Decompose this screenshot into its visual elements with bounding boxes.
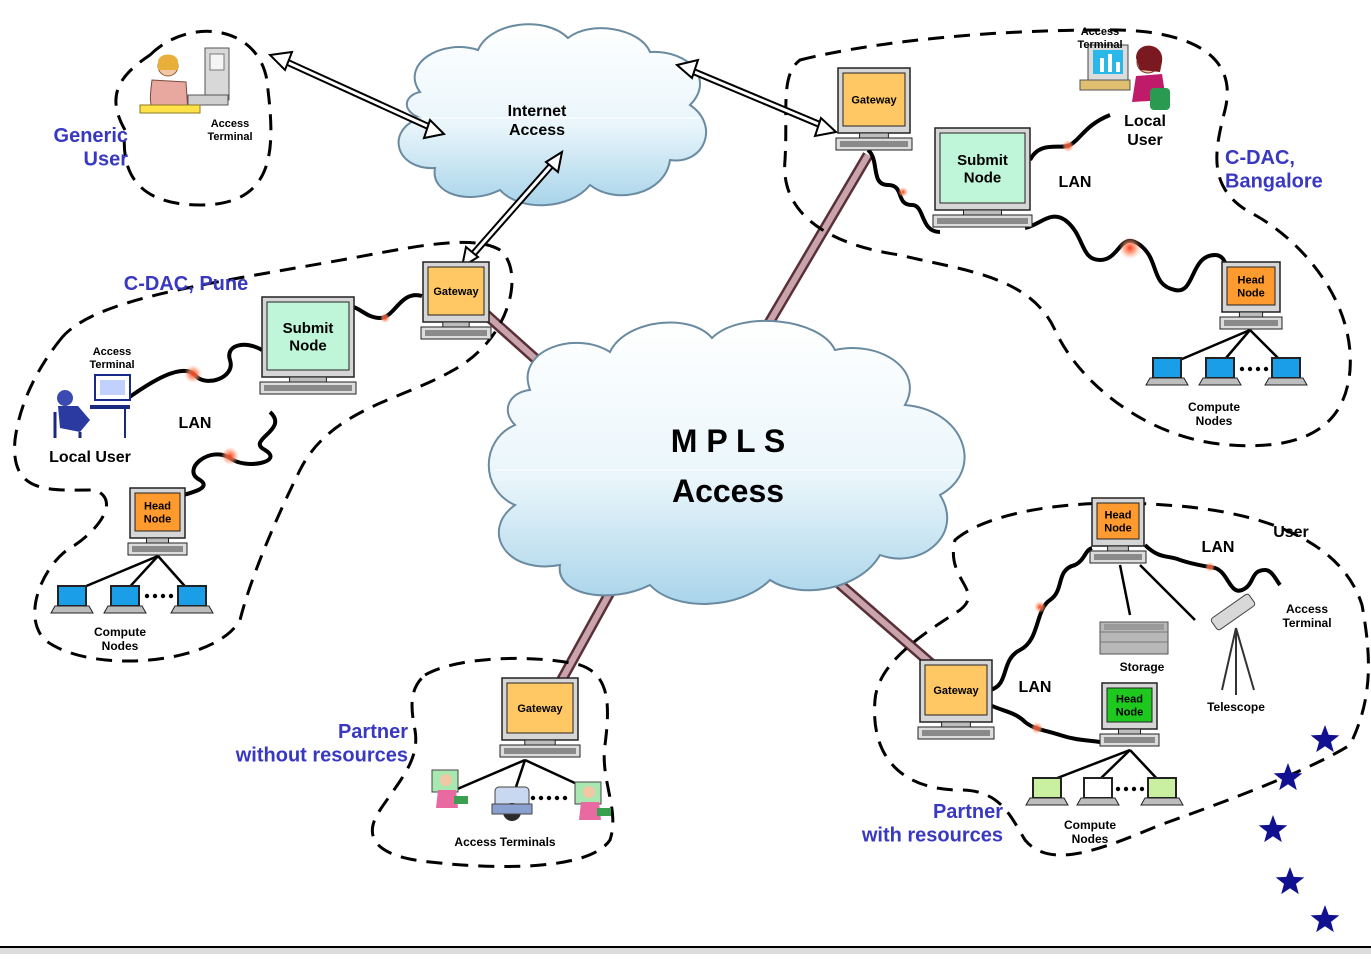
pune-local-user-label: Local User (49, 449, 131, 466)
pune-boundary (13, 240, 514, 663)
bangalore-gateway-computer-label: Gateway (851, 94, 897, 106)
bangalore-compute-node-2-icon (1198, 357, 1242, 386)
star-icon (1258, 815, 1288, 843)
partner-compute-node-1-icon (1025, 777, 1069, 806)
partner-compute-node-3-icon (1140, 777, 1184, 806)
mpls-label-line1: M P L S (671, 423, 785, 459)
bangalore-compute-node-1-icon (1145, 357, 1189, 386)
partner-with-boundary (873, 501, 1370, 857)
pune-gateway-computer: Gateway (420, 261, 492, 340)
pune-compute-node-3-icon (170, 585, 214, 614)
pune-local-user-icon (53, 374, 131, 438)
partner-with-gateway-computer-label: Gateway (933, 685, 979, 697)
star-icon (1310, 725, 1340, 753)
arrow-generic-internet (267, 50, 447, 140)
storage-label: Storage (1120, 660, 1165, 674)
generic-user-boundary (114, 29, 273, 207)
bangalore-title: C-DAC,Bangalore (1225, 147, 1323, 193)
generic-user-figure-icon (139, 47, 230, 114)
arrow-bangalore-internet (674, 58, 839, 138)
bangalore-lan-label: LAN (1059, 174, 1092, 191)
bangalore-local-user-icon (1079, 44, 1170, 110)
partner-compute-node-2-icon (1076, 777, 1120, 806)
storage-icon (1099, 621, 1169, 655)
partner-with-gateway-computer: Gateway (917, 659, 995, 740)
partner-terminal-users-icon (431, 769, 611, 821)
star-icon (1273, 763, 1303, 791)
ellipsis-dots (144, 366, 1269, 801)
bangalore-boundary (783, 28, 1352, 448)
telescope-icon (1210, 593, 1256, 695)
pune-title: C-DAC, Pune (124, 273, 248, 295)
site-boundaries (13, 28, 1370, 869)
partner-without-gateway-computer-label: Gateway (517, 703, 563, 715)
pune-lan-label: LAN (179, 415, 212, 432)
partner-lan-mid-label: LAN (1019, 679, 1052, 696)
partner-without-gateway-computer: Gateway (499, 677, 581, 758)
partner-user-label: User (1273, 524, 1309, 541)
mpls-cloud: M P L S Access (487, 319, 966, 605)
partner-without-boundary (370, 656, 615, 869)
pune-compute-node-1-icon (50, 585, 94, 614)
bangalore-compute-node-3-icon (1264, 357, 1308, 386)
telescope-label: Telescope (1207, 700, 1265, 714)
pune-gateway-computer-label: Gateway (433, 286, 479, 298)
star-icon (1275, 867, 1305, 895)
pune-compute-node-2-icon (103, 585, 147, 614)
lan-signal-dots (184, 140, 1215, 734)
bangalore-gateway-computer: Gateway (835, 67, 913, 151)
partner-lan-top-label: LAN (1202, 539, 1235, 556)
footer-bar (0, 947, 1371, 954)
decorative-stars (1258, 725, 1340, 933)
arrow-pune-internet (460, 149, 564, 270)
internet-links (267, 50, 839, 270)
mpls-label-line2: Access (672, 473, 784, 509)
star-icon (1310, 905, 1340, 933)
access-terminals-label: Access Terminals (454, 835, 555, 849)
